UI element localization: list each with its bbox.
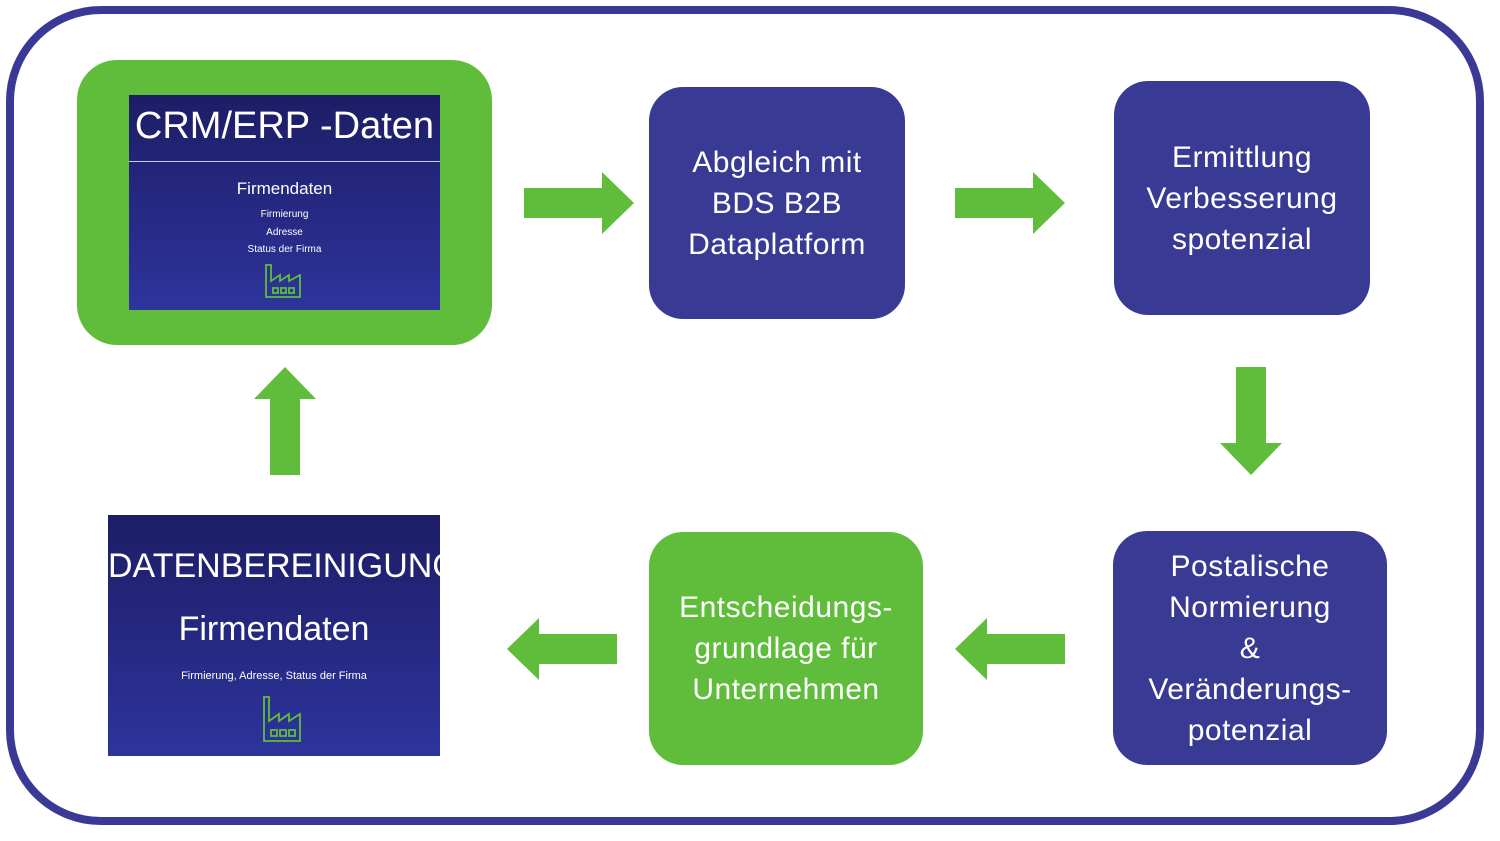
crm-item-status: Status der Firma	[247, 244, 322, 255]
crm-item-adresse: Adresse	[266, 226, 303, 238]
crm-item-firmierung: Firmierung	[260, 209, 309, 220]
step-postalische-normierung: Postalische Normierung & Veränderungs- p…	[1113, 531, 1387, 765]
datenbereinigung-subtitle: Firmendaten	[178, 610, 370, 648]
crm-card-items: Firmierung Adresse Status der Firma	[129, 209, 440, 262]
step-ermittlung: Ermittlung Verbesserung spotenzial	[1114, 81, 1370, 315]
step-entscheidung-label: Entscheidungs- grundlage für Unternehmen	[679, 591, 893, 706]
outer-frame	[6, 6, 1484, 825]
arrow-left-icon	[955, 618, 1065, 680]
factory-icon	[263, 696, 301, 742]
step-entscheidungsgrundlage: Entscheidungs- grundlage für Unternehmen	[649, 532, 923, 765]
step-postalische-label: Postalische Normierung & Veränderungs- p…	[1148, 549, 1352, 747]
arrow-down-icon	[1220, 367, 1282, 475]
arrow-right-icon	[524, 172, 634, 234]
crm-card-title: CRM/ERP -Daten	[134, 105, 435, 147]
factory-icon	[265, 264, 301, 298]
datenbereinigung-details: Firmierung, Adresse, Status der Firma	[181, 670, 367, 682]
datenbereinigung-card: DATENBEREINIGUNG Firmendaten Firmierung,…	[108, 515, 459, 756]
arrow-up-icon	[254, 367, 316, 475]
step-abgleich-label: Abgleich mit BDS B2B Dataplatform	[688, 145, 866, 261]
arrow-left-icon	[507, 618, 617, 680]
crm-card-subtitle: Firmendaten	[236, 179, 333, 198]
step-ermittlung-label: Ermittlung Verbesserung spotenzial	[1146, 140, 1338, 256]
datenbereinigung-title: DATENBEREINIGUNG	[108, 547, 459, 585]
arrow-right-icon	[955, 172, 1065, 234]
crm-erp-card: CRM/ERP -Daten Firmendaten Firmierung Ad…	[129, 95, 440, 310]
crm-card-divider	[129, 161, 440, 162]
step-abgleich: Abgleich mit BDS B2B Dataplatform	[649, 87, 905, 319]
